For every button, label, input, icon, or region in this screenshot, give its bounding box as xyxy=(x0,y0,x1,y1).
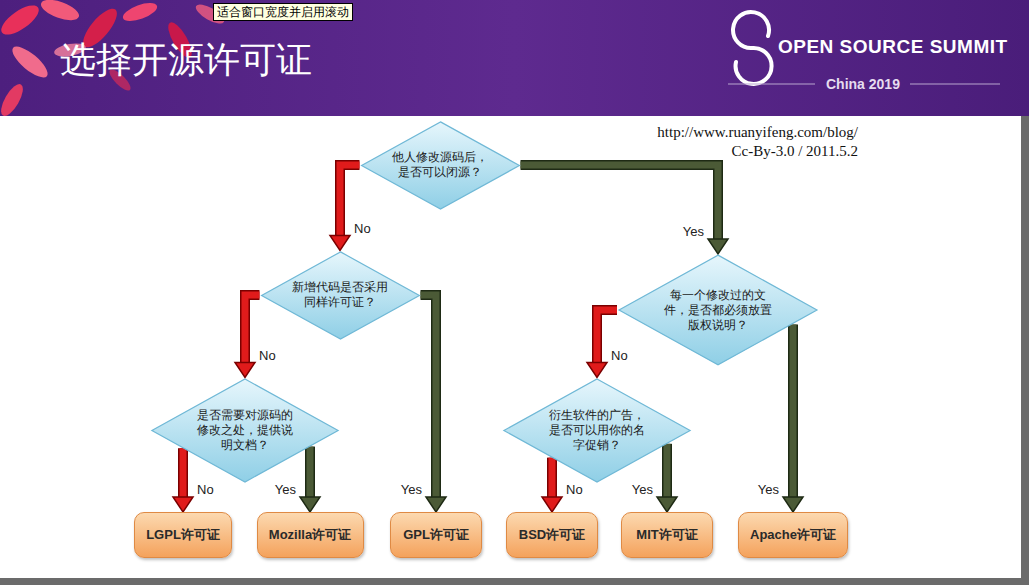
license-name: GPL许可证 xyxy=(403,526,469,544)
decision-text: 是否需要对源码的修改之处，提供说明文档？ xyxy=(196,408,294,453)
license-note: Cc-By-3.0 / 2011.5.2 xyxy=(731,143,858,160)
decision-diamond: 每一个修改过的文件，是否都必须放置版权说明？ xyxy=(617,254,819,366)
license-box: MIT许可证 xyxy=(621,512,713,558)
branch-label: Yes xyxy=(630,482,655,498)
arrow-head xyxy=(657,497,677,512)
diamond-shape xyxy=(152,379,338,482)
arrow-shaft xyxy=(307,447,314,499)
arrow-head xyxy=(708,239,728,254)
diamond-shape xyxy=(361,121,519,208)
arrow-head xyxy=(426,497,446,512)
summit-logo xyxy=(733,12,772,84)
branch-label: No xyxy=(609,348,630,364)
branch-label: Yes xyxy=(756,482,781,498)
license-box: BSD许可证 xyxy=(506,512,598,558)
decision-text: 他人修改源码后，是否可以闭源？ xyxy=(391,150,489,180)
diamond-shape xyxy=(261,251,419,338)
arrow-shaft xyxy=(664,444,671,499)
slide-title: 选择开源许可证 xyxy=(60,36,312,85)
branch-label: No xyxy=(352,221,373,237)
arrow-head xyxy=(173,497,193,512)
branch-label: Yes xyxy=(273,482,298,498)
arrow-shaft xyxy=(790,324,797,499)
logo-subtext: China 2019 xyxy=(826,76,900,92)
decision-text: 衍生软件的广告，是否可以用你的名字促销？ xyxy=(548,408,646,453)
decision-diamond: 衍生软件的广告，是否可以用你的名字促销？ xyxy=(502,378,692,483)
arrow-head xyxy=(542,497,562,512)
decision-diamond: 他人修改源码后，是否可以闭源？ xyxy=(360,121,521,210)
source-url: http://www.ruanyifeng.com/blog/ xyxy=(657,124,858,141)
arrow-head xyxy=(587,363,607,378)
arrow-shaft xyxy=(180,448,187,499)
arrow-shaft-edge xyxy=(178,448,188,499)
branch-label: Yes xyxy=(681,224,706,240)
arrow-shaft-edge xyxy=(521,165,719,241)
window-edge xyxy=(1021,116,1029,585)
header-band xyxy=(0,0,1029,116)
arrow-shaft xyxy=(421,295,437,499)
logo-text: OPEN SOURCE SUMMIT xyxy=(778,36,1008,58)
logo-rule xyxy=(728,84,815,85)
arrow-head xyxy=(783,497,803,512)
diamond-shape xyxy=(504,379,690,482)
flow-arrow xyxy=(783,324,803,512)
logo-rule xyxy=(910,84,1000,85)
branch-label: No xyxy=(564,482,585,498)
flow-arrow xyxy=(421,295,447,512)
arrow-shaft xyxy=(521,165,719,241)
decision-diamond: 是否需要对源码的修改之处，提供说明文档？ xyxy=(150,378,340,483)
license-name: LGPL许可证 xyxy=(146,526,220,544)
license-name: Mozilla许可证 xyxy=(269,526,351,544)
flow-arrow xyxy=(173,448,193,512)
flow-arrow xyxy=(542,458,562,512)
window-edge xyxy=(0,578,1029,585)
branch-label: No xyxy=(195,482,216,498)
arrow-shaft-edge xyxy=(788,324,798,499)
arrow-head xyxy=(300,497,320,512)
branch-label: Yes xyxy=(399,482,424,498)
decision-text: 每一个修改过的文件，是否都必须放置版权说明？ xyxy=(663,288,773,333)
license-name: MIT许可证 xyxy=(636,526,697,544)
branch-label: No xyxy=(257,348,278,364)
arrow-shaft-edge xyxy=(547,458,557,499)
license-box: LGPL许可证 xyxy=(134,512,232,558)
flow-arrow xyxy=(521,165,729,254)
license-box: Mozilla许可证 xyxy=(257,512,364,558)
license-box: GPL许可证 xyxy=(390,512,482,558)
flow-arrow xyxy=(587,310,617,378)
flow-arrow xyxy=(657,444,677,512)
flow-arrow xyxy=(330,165,360,251)
diamond-shape xyxy=(619,255,817,365)
license-name: Apache许可证 xyxy=(750,526,836,544)
license-box: Apache许可证 xyxy=(738,512,848,558)
arrow-shaft xyxy=(549,458,556,499)
arrow-head xyxy=(330,236,350,251)
arrow-head xyxy=(235,363,255,378)
decision-text: 新增代码是否采用同样许可证？ xyxy=(291,280,389,310)
arrow-shaft-edge xyxy=(305,447,315,499)
flow-arrow xyxy=(300,447,320,512)
license-name: BSD许可证 xyxy=(519,526,585,544)
flow-arrow xyxy=(235,295,260,378)
tooltip: 适合窗口宽度并启用滚动 xyxy=(213,3,353,21)
arrow-shaft-edge xyxy=(662,444,672,499)
decision-diamond: 新增代码是否采用同样许可证？ xyxy=(260,251,421,340)
arrow-shaft-edge xyxy=(421,295,437,499)
